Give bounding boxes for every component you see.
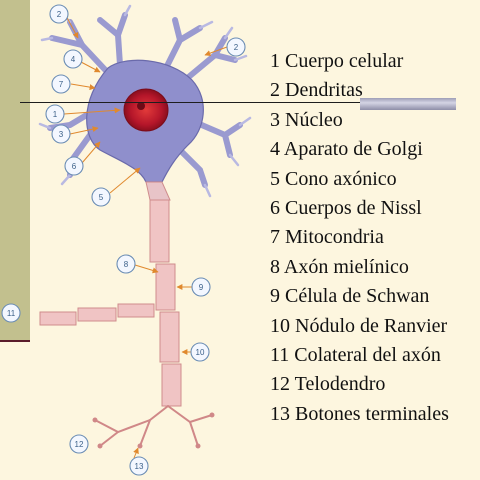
callout-circle: 6 [64,156,84,176]
svg-text:12: 12 [75,440,84,449]
svg-text:7: 7 [59,80,64,89]
side-stripe-rule [0,340,30,342]
legend-item: 11 Colateral del axón [270,343,441,366]
title-rule-bar [360,98,456,110]
legend-item: 13 Botones terminales [270,402,449,425]
callout-circle: 10 [190,342,210,362]
telodendria [94,405,213,447]
callouts: 2 2 4 7 1 3 6 5 8 9 11 10 12 13 [1,4,246,476]
callout-circle: 3 [51,124,71,144]
legend-item: 3 Núcleo [270,108,343,131]
svg-text:2: 2 [234,43,239,52]
callout-circle: 9 [191,277,211,297]
dendrites [38,4,252,198]
svg-text:4: 4 [71,55,76,64]
callout-circle: 5 [91,187,111,207]
svg-text:13: 13 [135,462,144,471]
callout-circle: 2 [49,4,69,24]
callout-circle: 7 [51,74,71,94]
leader-arrows [63,13,228,459]
legend-item: 10 Nódulo de Ranvier [270,314,448,337]
legend-item: 6 Cuerpos de Nissl [270,196,422,219]
svg-text:3: 3 [59,130,64,139]
svg-text:10: 10 [196,348,205,357]
svg-text:8: 8 [124,260,129,269]
callout-circle: 4 [63,49,83,69]
callout-circle: 2 [226,37,246,57]
side-stripe [0,0,30,340]
callout-circle: 11 [1,303,21,323]
legend-item: 7 Mitocondria [270,226,384,249]
svg-text:6: 6 [72,162,77,171]
legend-item: 2 Dendritas [270,79,363,102]
svg-text:5: 5 [99,193,104,202]
legend-list: 1 Cuerpo celular 2 Dendritas 3 Núcleo 4 … [270,47,449,429]
svg-text:11: 11 [7,309,16,318]
terminal-buttons [92,412,215,449]
legend-item: 8 Axón mielínico [270,255,409,278]
nucleus [123,88,169,132]
legend-item: 12 Telodendro [270,373,386,396]
svg-text:9: 9 [199,283,204,292]
title-rule [20,102,360,103]
svg-text:1: 1 [53,110,58,119]
legend-item: 4 Aparato de Golgi [270,138,423,161]
legend-item: 1 Cuerpo celular [270,50,404,72]
callout-circle: 1 [45,104,65,124]
axon [39,181,182,407]
callout-circle: 8 [116,254,136,274]
svg-text:2: 2 [57,10,62,19]
legend-item: 5 Cono axónico [270,167,397,190]
callout-circle: 12 [69,434,89,454]
callout-circle: 13 [129,456,149,476]
legend-item: 9 Célula de Schwan [270,285,430,308]
